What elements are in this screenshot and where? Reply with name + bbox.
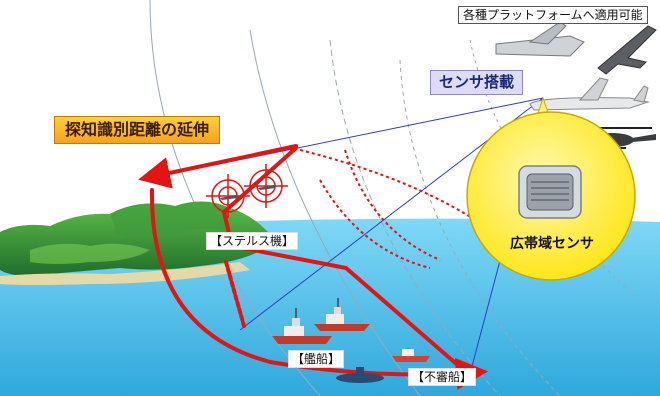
dotted-arrow — [224, 260, 246, 328]
ship-group — [272, 298, 430, 383]
detection-arcs — [299, 149, 491, 269]
reticle-icon — [206, 174, 250, 218]
ship-icon — [272, 308, 332, 344]
stealth-targets — [206, 164, 288, 218]
aircraft-icon — [529, 77, 650, 111]
wideband-sensor-label: 広帯域センサ — [510, 236, 594, 252]
sensor-callout — [466, 96, 636, 281]
sensor-mount-label: センサ搭載 — [430, 70, 524, 95]
wideband-sensor-icon — [518, 165, 582, 219]
landmass — [0, 201, 273, 285]
reticle-icon — [244, 164, 288, 208]
ships-label: 【艦船】 — [288, 350, 345, 368]
ship-icon — [314, 298, 370, 331]
range-extension-label: 探知識別距離の延伸 — [54, 116, 221, 144]
suspicious-vessel-label: 【不審船】 — [408, 368, 477, 386]
fighter-jet-icon — [597, 25, 657, 75]
stealth-aircraft-label: 【ステルス機】 — [206, 232, 299, 250]
ship-icon — [392, 349, 430, 362]
platforms-label: 各種プラットフォームへ適用可能 — [458, 6, 648, 24]
upper-arrow — [138, 144, 298, 189]
middle-arrow — [230, 244, 470, 376]
submarine-icon — [336, 367, 384, 383]
uav-icon — [495, 21, 585, 57]
